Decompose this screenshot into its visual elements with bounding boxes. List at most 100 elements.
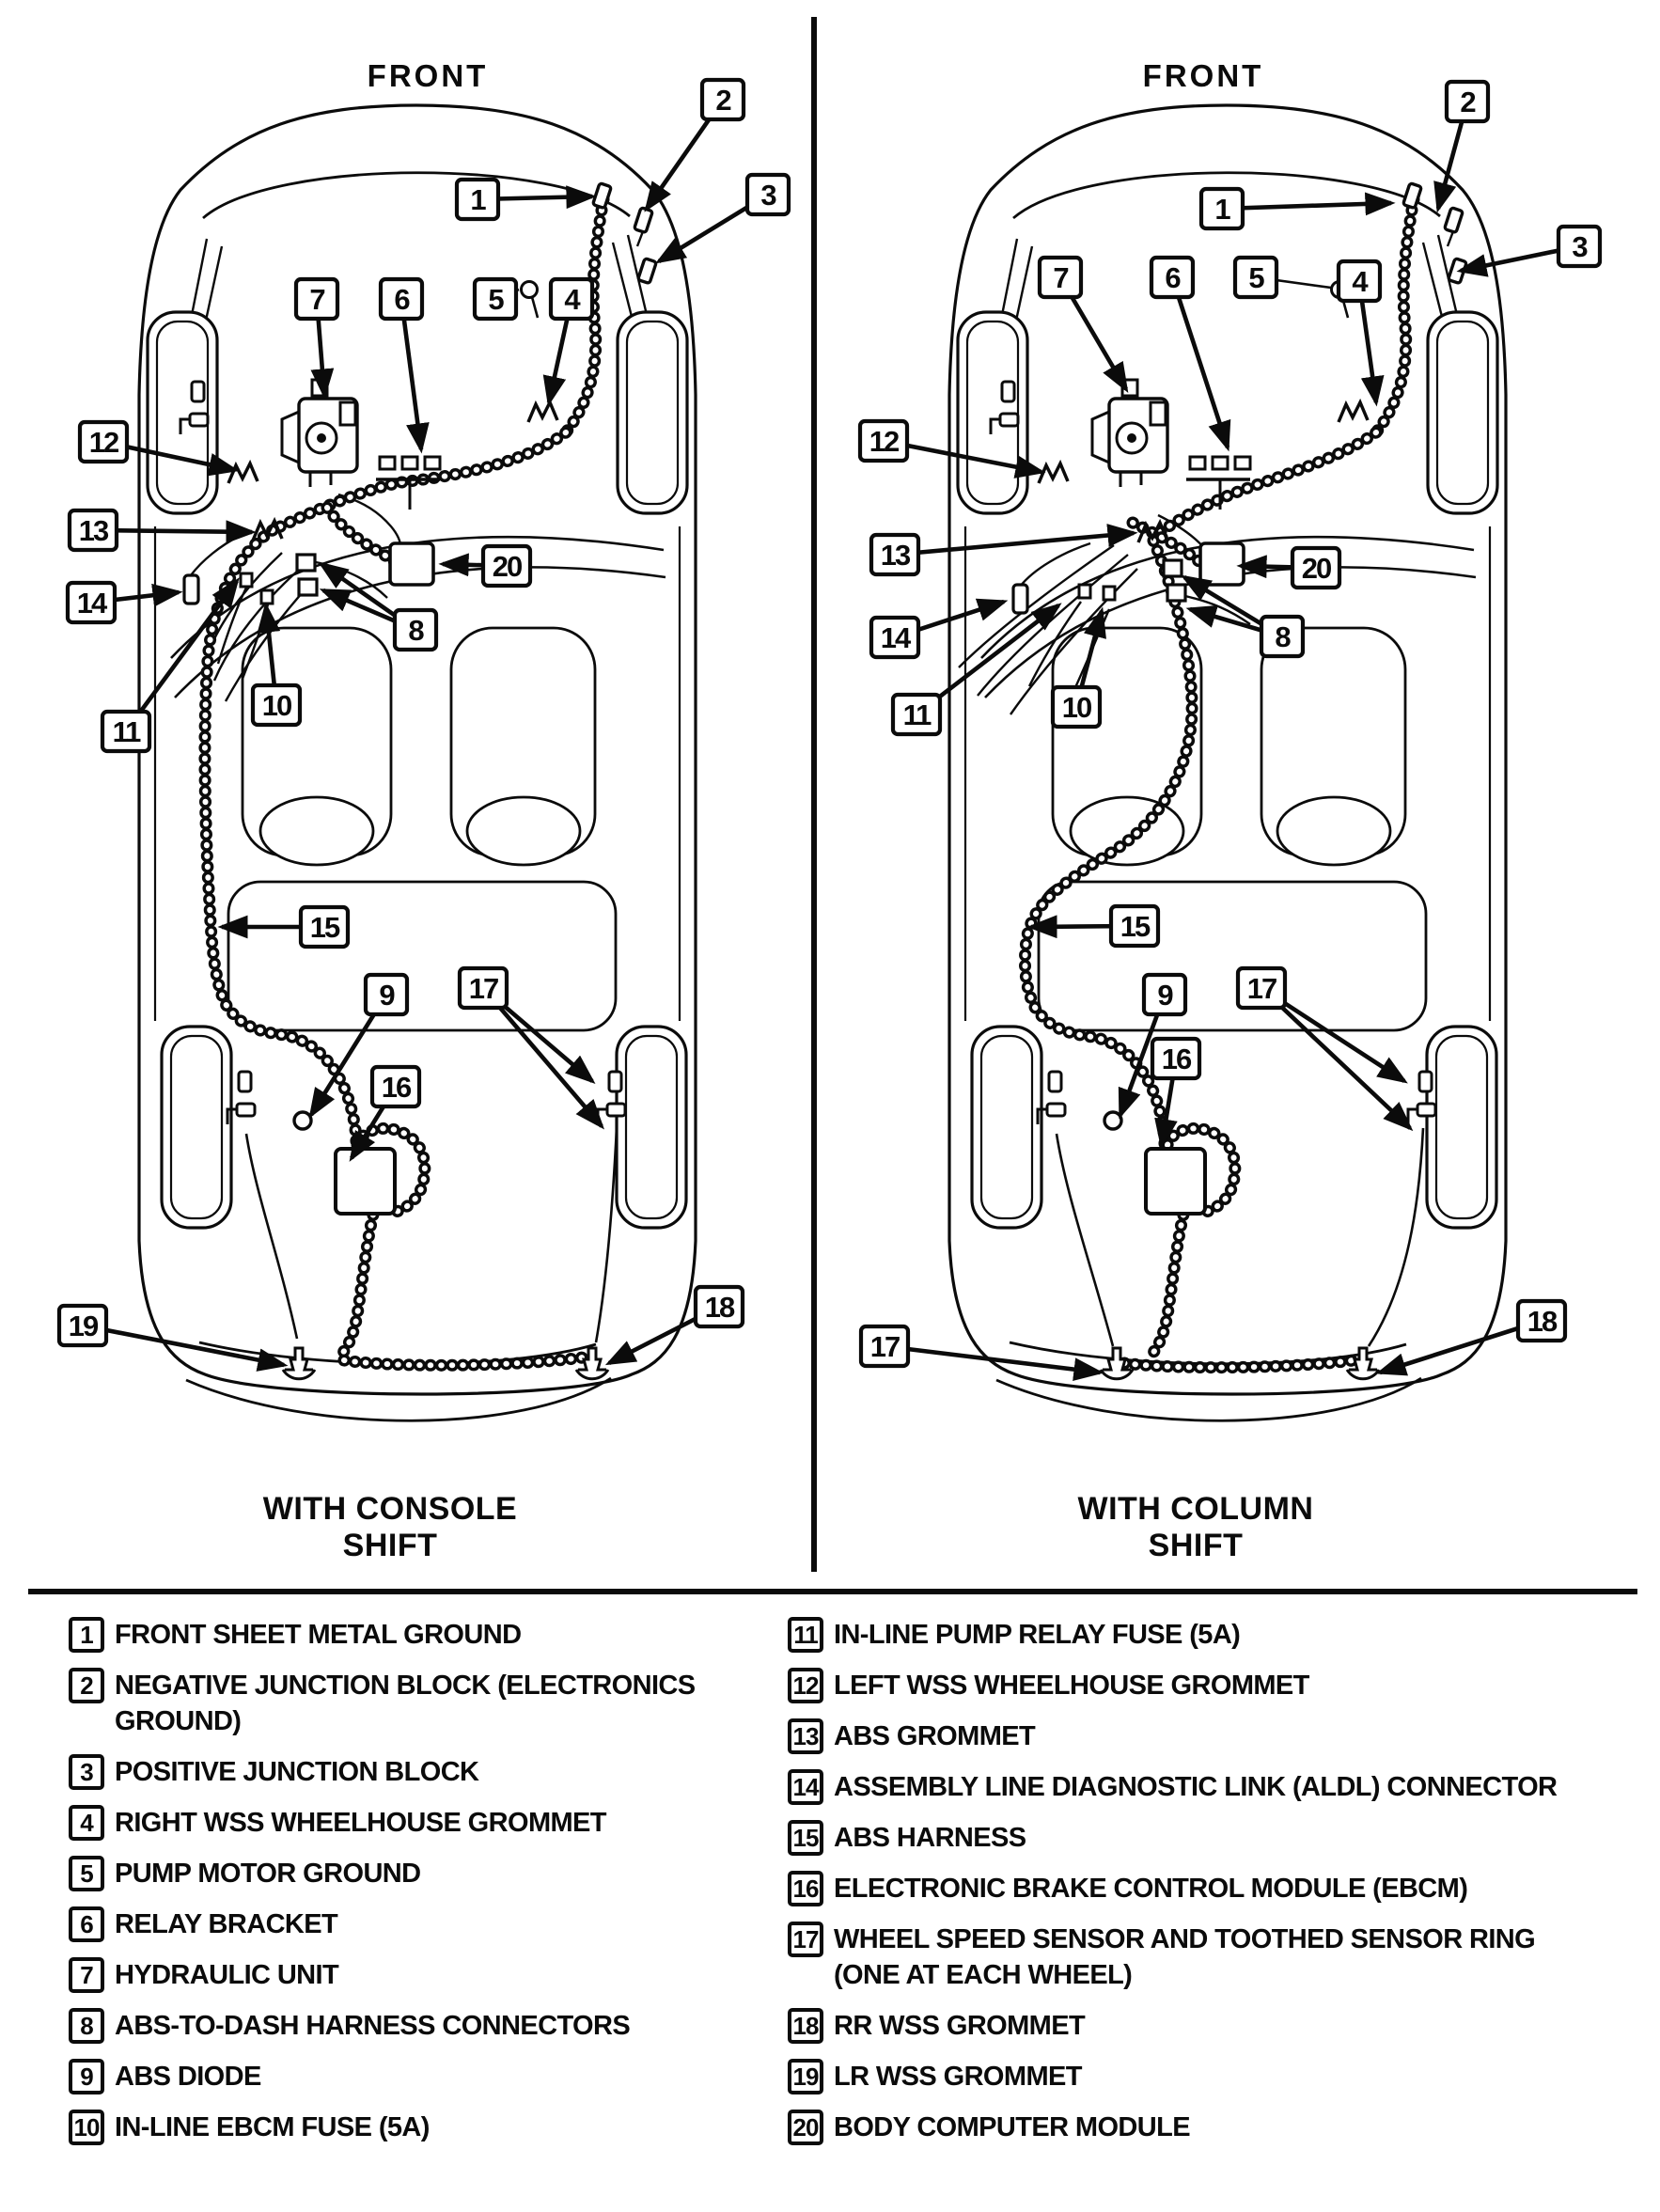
- callout-number-8: 8: [408, 614, 424, 647]
- in-line-fuse: [239, 572, 254, 588]
- branch-wire: [212, 569, 300, 682]
- callout-number-17: 17: [1247, 972, 1276, 1005]
- callout-arrow-13: [92, 520, 257, 544]
- legend-number-box: 17: [788, 1922, 823, 1957]
- negative-junction-block: [1443, 206, 1464, 234]
- callout-box-17: [1235, 965, 1288, 1011]
- rr-wheel-speed-sensor: [1417, 1070, 1433, 1093]
- ebcm-module: [1144, 1147, 1207, 1216]
- left-wss-wheelhouse-grommet: [227, 459, 259, 484]
- legend-text-line: LR WSS GROMMET: [834, 2062, 1082, 2092]
- callout-box-17: [858, 1324, 911, 1369]
- callout-box-16: [1150, 1036, 1202, 1081]
- legend-text: ELECTRONIC BRAKE CONTROL MODULE (EBCM): [823, 1871, 1468, 1906]
- wheel: [956, 310, 1029, 515]
- legend-number-box: 8: [69, 2008, 104, 2044]
- callout-number-10: 10: [1062, 691, 1091, 724]
- legend-item-6: 6 RELAY BRACKET: [69, 1906, 755, 1942]
- left-wss-wheelhouse-grommet: [1037, 459, 1070, 484]
- callout-box-14: [65, 580, 117, 625]
- callout-arrow-18: [1375, 1318, 1543, 1376]
- legend-text-line: RIGHT WSS WHEELHOUSE GROMMET: [115, 1808, 607, 1838]
- abs-diode: [1103, 1110, 1123, 1131]
- legend-text-line: PUMP MOTOR GROUND: [115, 1859, 421, 1889]
- callout-number-12: 12: [869, 425, 899, 458]
- callout-number-12: 12: [89, 426, 118, 459]
- front-sheet-metal-ground: [1402, 181, 1423, 210]
- callout-number-18: 18: [705, 1291, 735, 1324]
- front-label-right: FRONT: [1142, 58, 1264, 93]
- wheel: [970, 1025, 1043, 1230]
- callout-number-3: 3: [1572, 230, 1588, 263]
- wheel: [1426, 310, 1499, 515]
- callout-number-6: 6: [394, 283, 410, 316]
- legend-text: PUMP MOTOR GROUND: [104, 1856, 421, 1891]
- legend-text-line: IN-LINE PUMP RELAY FUSE (5A): [834, 1620, 1241, 1650]
- wheel: [1425, 1025, 1498, 1230]
- branch-wire: [224, 591, 304, 702]
- legend-number-box: 6: [69, 1906, 104, 1942]
- callout-number-16: 16: [1162, 1043, 1192, 1075]
- seat-cushion: [1276, 795, 1392, 867]
- callout-number-3: 3: [760, 179, 776, 212]
- wss-wire: [594, 1127, 619, 1343]
- callout-number-14: 14: [881, 621, 912, 654]
- abs-to-dash-connector: [295, 553, 317, 573]
- callout-box-19: [56, 1303, 109, 1348]
- relay: [423, 455, 442, 471]
- callout-number-4: 4: [1352, 265, 1369, 298]
- callout-box-6: [1149, 255, 1196, 300]
- rear-seat-area: [1037, 880, 1428, 1032]
- callout-number-9: 9: [1157, 979, 1173, 1012]
- legend-number-box: 2: [69, 1668, 104, 1703]
- front-bumper-inner-line: [1012, 171, 1441, 220]
- relay: [400, 455, 419, 471]
- caption-column-shift: WITH COLUMN SHIFT: [1026, 1491, 1365, 1564]
- legend-text: LEFT WSS WHEELHOUSE GROMMET: [823, 1668, 1309, 1703]
- callout-arrow-19: [82, 1323, 289, 1372]
- caption-line: WITH COLUMN: [1077, 1491, 1314, 1527]
- relay: [378, 455, 397, 471]
- callout-number-18: 18: [1527, 1305, 1558, 1338]
- callout-arrow-13: [894, 524, 1138, 557]
- legend-text: ABS GROMMET: [823, 1718, 1036, 1754]
- callout-number-15: 15: [310, 911, 340, 944]
- callout-box-20: [1290, 545, 1342, 590]
- rear-wss-grommet-right: [578, 1346, 606, 1372]
- callout-arrow-17: [481, 986, 604, 1130]
- callout-box-3: [744, 172, 791, 217]
- callout-box-11: [890, 692, 943, 737]
- callout-box-20: [480, 543, 533, 588]
- legend-text: RELAY BRACKET: [104, 1906, 338, 1942]
- callout-arrow-6: [1169, 276, 1231, 452]
- relay: [1211, 455, 1229, 471]
- callout-box-3: [1556, 224, 1603, 269]
- seat-cushion: [1069, 795, 1185, 867]
- abs-grommet: [1136, 518, 1169, 543]
- legend-text-line: RELAY BRACKET: [115, 1909, 338, 1939]
- hood-clip: [190, 380, 206, 403]
- rear-wss-grommet-left: [285, 1346, 313, 1372]
- legend-text: LR WSS GROMMET: [823, 2059, 1082, 2094]
- callout-box-9: [363, 972, 410, 1017]
- legend-text: BODY COMPUTER MODULE: [823, 2110, 1191, 2145]
- callout-number-6: 6: [1165, 261, 1181, 294]
- abs-to-dash-connector: [1162, 558, 1183, 578]
- branch-wire: [1027, 601, 1082, 687]
- callout-arrow-6: [399, 298, 430, 454]
- callout-box-12: [857, 418, 910, 463]
- lr-wheel-speed-sensor: [237, 1070, 253, 1093]
- callout-number-16: 16: [382, 1071, 412, 1104]
- abs-grommet: [251, 516, 284, 541]
- callout-number-5: 5: [1248, 261, 1264, 294]
- caption-line: WITH CONSOLE: [262, 1491, 518, 1527]
